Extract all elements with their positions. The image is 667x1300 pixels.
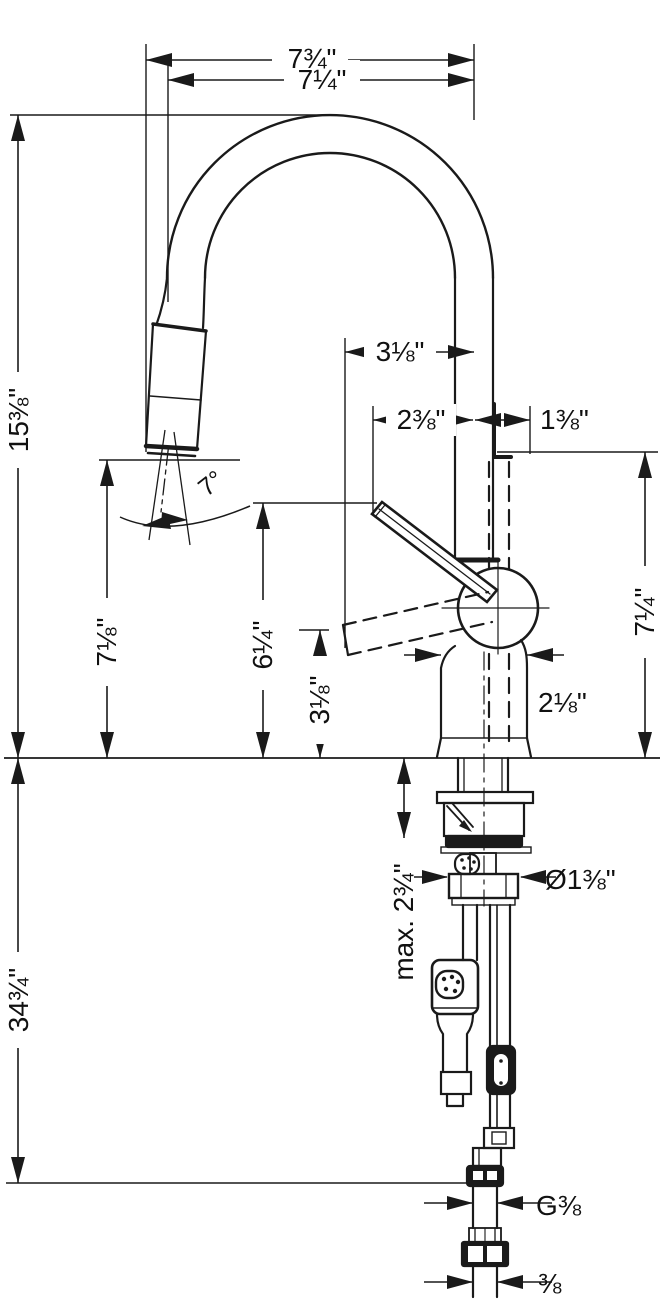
dim-shank-diameter: Ø1⅜" xyxy=(545,864,616,895)
spray-tip-edge xyxy=(143,443,200,452)
dim-spray-height: 7⅛" xyxy=(91,618,122,667)
dim-spout-reach-overall: 7¾" xyxy=(288,43,337,74)
faucet-base xyxy=(435,638,533,907)
mounting-hardware xyxy=(435,756,535,906)
extension-lines xyxy=(4,44,660,1184)
dim-height-spout-top: 15⅜" xyxy=(3,388,34,452)
handle-lever xyxy=(370,500,499,604)
faucet-drawing xyxy=(143,113,550,1299)
collar-nut xyxy=(465,1164,505,1188)
dim-rear-offset: 1⅜" xyxy=(540,404,589,435)
spray-head xyxy=(143,322,208,458)
dimension-labels: 7¾" 7¼" 15⅜" 3⅛" 2⅜" 1⅜" 7⅛" 6¼" 3⅛" 7¼"… xyxy=(3,43,660,1299)
cable-clip xyxy=(453,852,481,876)
dim-supply-thread: G⅜ xyxy=(536,1190,582,1221)
dim-outlet-height: 7¼" xyxy=(629,588,660,637)
dim-handle-offset: 2⅜" xyxy=(397,404,446,435)
hose-weight xyxy=(430,958,480,1108)
dim-max-deck-thickness: max. 2¾" xyxy=(388,863,419,980)
dim-base-width: 2⅛" xyxy=(538,687,587,718)
dim-supply-nut: ⅜ xyxy=(538,1268,562,1299)
dim-hose-offset: 3⅛" xyxy=(376,336,425,367)
dim-total-height: 34¾" xyxy=(3,968,34,1032)
supply-connector xyxy=(460,1126,516,1299)
dim-handle-up-height: 6¼" xyxy=(247,621,278,670)
dim-spray-angle: 7° xyxy=(193,465,229,502)
seal-band xyxy=(444,834,524,849)
weight-clip xyxy=(434,969,465,1000)
dimension-arrows xyxy=(11,53,652,1289)
hose-outlet-bracket xyxy=(492,402,513,459)
label-backgrounds xyxy=(2,40,662,1048)
angle-annotation xyxy=(119,429,251,546)
dim-handle-down-height: 3⅛" xyxy=(304,676,335,725)
hose-connector-block xyxy=(485,1044,517,1096)
dim-spout-reach: 7¼" xyxy=(298,64,347,95)
handle-lever-lowered xyxy=(341,590,494,657)
